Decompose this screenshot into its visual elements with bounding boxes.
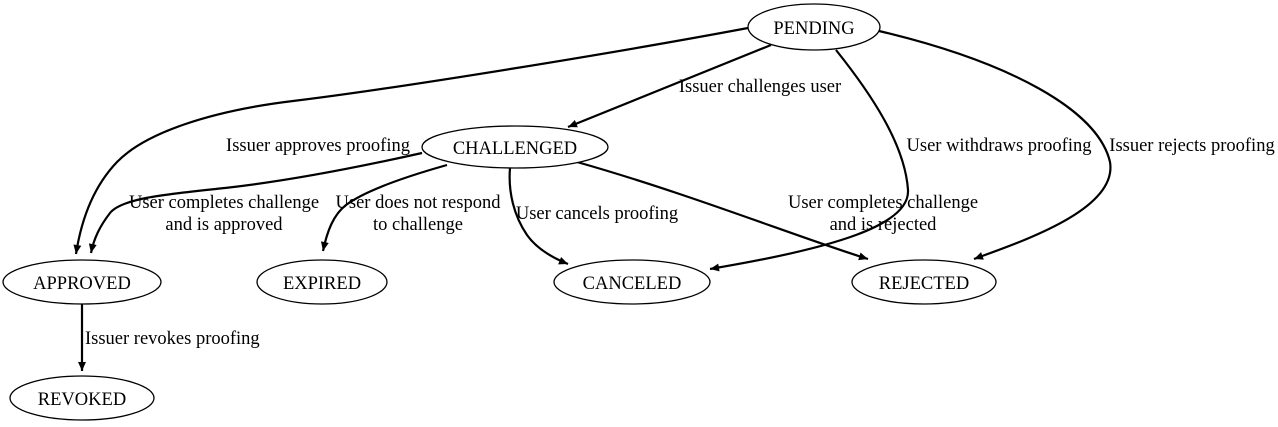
edge-pending-to-challenged bbox=[567, 43, 772, 129]
edges bbox=[73, 26, 1112, 371]
edge-label-challenged-to-expired-line2: to challenge bbox=[373, 215, 463, 235]
node-expired-shape bbox=[256, 259, 388, 305]
edge-pending-to-canceled bbox=[709, 49, 910, 272]
edge-label-pending-to-rejected: Issuer rejects proofing bbox=[1109, 136, 1274, 156]
node-canceled-shape bbox=[553, 259, 711, 305]
edge-label-challenged-to-approved-line1: User completes challenge bbox=[129, 193, 319, 213]
edge-label-challenged-to-expired-line1: User does not respond bbox=[336, 193, 502, 213]
edge-challenged-to-expired bbox=[320, 163, 448, 252]
node-revoked-shape bbox=[9, 375, 155, 421]
node-rejected-label: REJECTED bbox=[879, 274, 969, 294]
edge-label-pending-to-canceled: User withdraws proofing bbox=[907, 136, 1092, 156]
node-rejected-shape bbox=[851, 259, 997, 305]
node-revoked-label: REVOKED bbox=[38, 390, 126, 410]
node-challenged-label: CHALLENGED bbox=[453, 139, 577, 159]
edge-challenged-to-canceled bbox=[508, 167, 569, 266]
node-approved-label: APPROVED bbox=[33, 274, 131, 294]
node-pending-label: PENDING bbox=[773, 19, 854, 39]
node-challenged-shape bbox=[421, 125, 609, 169]
node-revoked: REVOKED bbox=[9, 375, 155, 421]
edge-challenged-to-rejected bbox=[576, 160, 869, 261]
edge-pending-to-approved bbox=[73, 26, 749, 255]
edge-labels: Issuer challenges user Issuer approves p… bbox=[85, 77, 1275, 349]
node-approved-shape bbox=[2, 259, 162, 305]
nodes: PENDING CHALLENGED APPROVED EXPIRED CANC… bbox=[2, 3, 997, 421]
node-pending: PENDING bbox=[747, 3, 881, 51]
node-rejected: REJECTED bbox=[851, 259, 997, 305]
node-expired: EXPIRED bbox=[256, 259, 388, 305]
edge-label-pending-to-approved: Issuer approves proofing bbox=[226, 136, 410, 156]
edge-label-challenged-to-approved-line2: and is approved bbox=[165, 215, 283, 235]
edge-label-approved-to-revoked: Issuer revokes proofing bbox=[85, 329, 260, 349]
node-challenged: CHALLENGED bbox=[421, 125, 609, 169]
edge-label-challenged-to-rejected-line1: User completes challenge bbox=[788, 193, 978, 213]
node-canceled-label: CANCELED bbox=[583, 274, 682, 294]
edge-label-pending-to-challenged: Issuer challenges user bbox=[679, 77, 841, 97]
node-approved: APPROVED bbox=[2, 259, 162, 305]
node-expired-label: EXPIRED bbox=[283, 274, 361, 294]
node-canceled: CANCELED bbox=[553, 259, 711, 305]
edge-pending-to-rejected bbox=[878, 29, 1112, 261]
edge-label-challenged-to-rejected-line2: and is rejected bbox=[830, 215, 938, 235]
edge-challenged-to-approved bbox=[88, 151, 423, 254]
edge-label-challenged-to-canceled: User cancels proofing bbox=[516, 204, 678, 224]
node-pending-shape bbox=[747, 3, 881, 51]
